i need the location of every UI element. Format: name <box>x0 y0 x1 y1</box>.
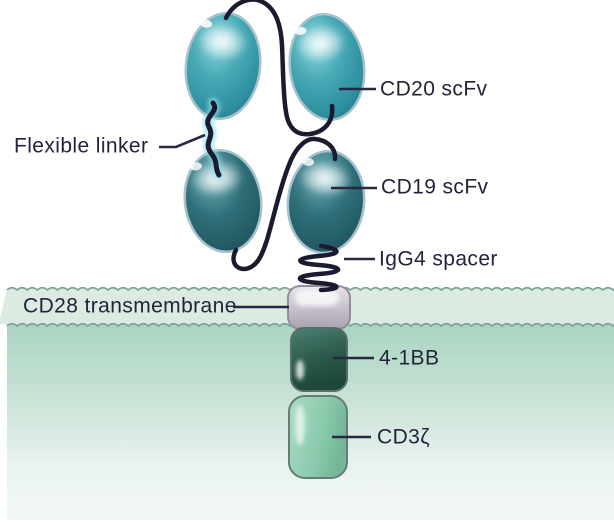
label-flexible-linker: Flexible linker <box>14 134 149 158</box>
label-cd28-transmembrane: CD28 transmembrane <box>23 294 237 318</box>
label-4-1bb: 4-1BB <box>379 346 440 370</box>
cd19-scfv-domain-left <box>183 148 263 254</box>
leader-flexible-linker <box>159 133 206 149</box>
cd20-scfv-domain-left <box>184 11 262 121</box>
peptide-chain-middle <box>231 136 338 272</box>
label-cd19-scfv: CD19 scFv <box>381 175 489 199</box>
cd3-zeta-box <box>288 395 348 479</box>
label-cd3-zeta: CD3ζ <box>377 425 430 449</box>
cd28-transmembrane-box <box>287 285 351 330</box>
label-cd20-scfv: CD20 scFv <box>380 77 488 101</box>
cd20-scfv-domain-right <box>288 12 366 122</box>
igg4-spacer-coil <box>297 243 341 293</box>
flexible-linker-squiggle <box>202 97 225 181</box>
cd19-scfv-domain-right <box>286 149 366 255</box>
label-igg4-spacer: IgG4 spacer <box>379 247 498 271</box>
four-1bb-box <box>290 327 348 392</box>
peptide-chain-top-arc <box>223 0 335 137</box>
